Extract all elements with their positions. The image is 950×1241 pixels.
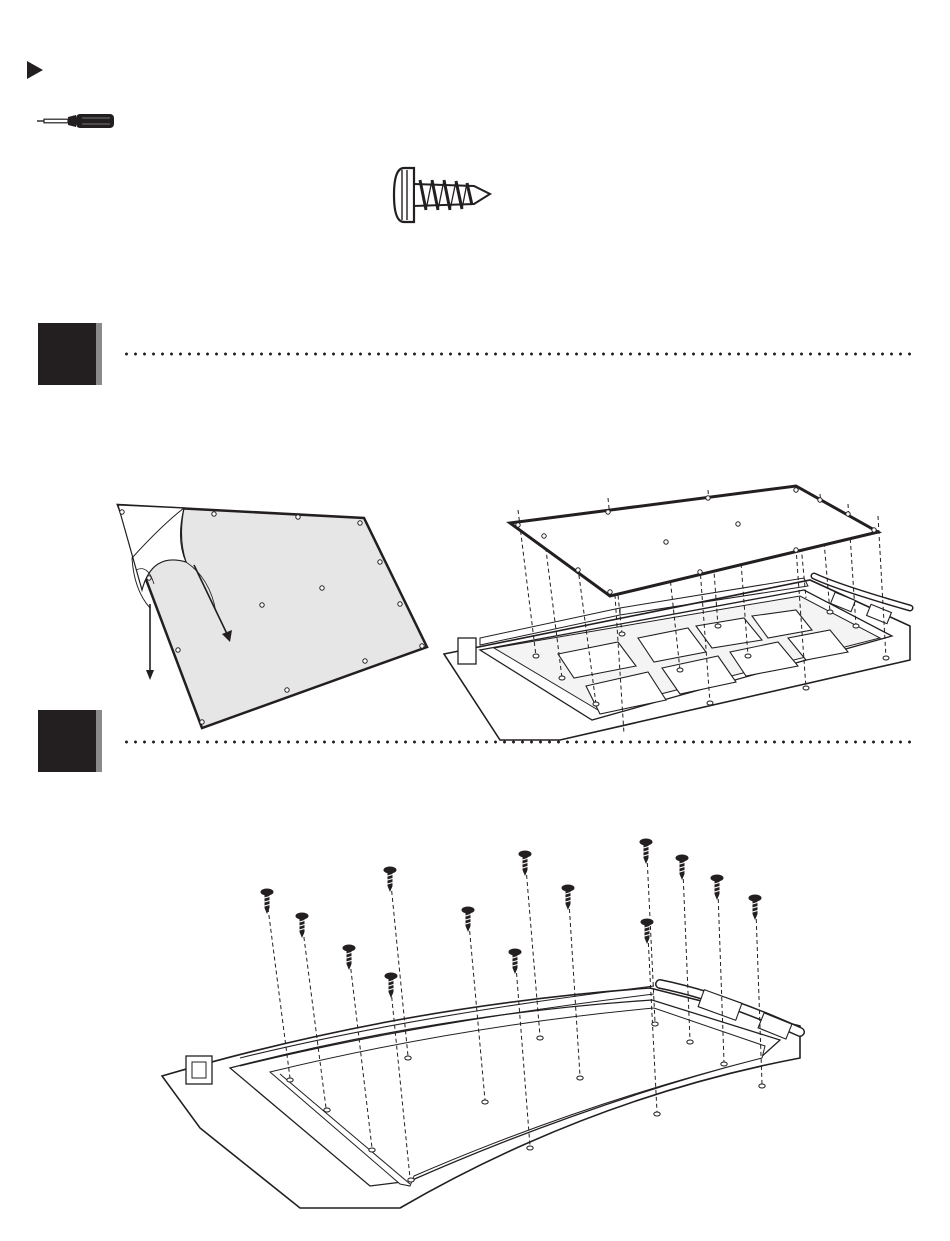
pan-head-screw-icon	[390, 164, 496, 226]
play-triangle-icon	[26, 60, 44, 80]
panel-placement-illustration	[440, 478, 920, 740]
step-2-dotted-rule	[122, 740, 914, 744]
panel-film-peel-illustration	[112, 500, 442, 735]
screw-fastening-illustration	[160, 836, 810, 1208]
step-2-number-box	[38, 710, 102, 772]
phillips-screwdriver-icon	[36, 111, 118, 131]
step-1-number-box	[38, 323, 102, 385]
step-1-dotted-rule	[122, 352, 914, 356]
